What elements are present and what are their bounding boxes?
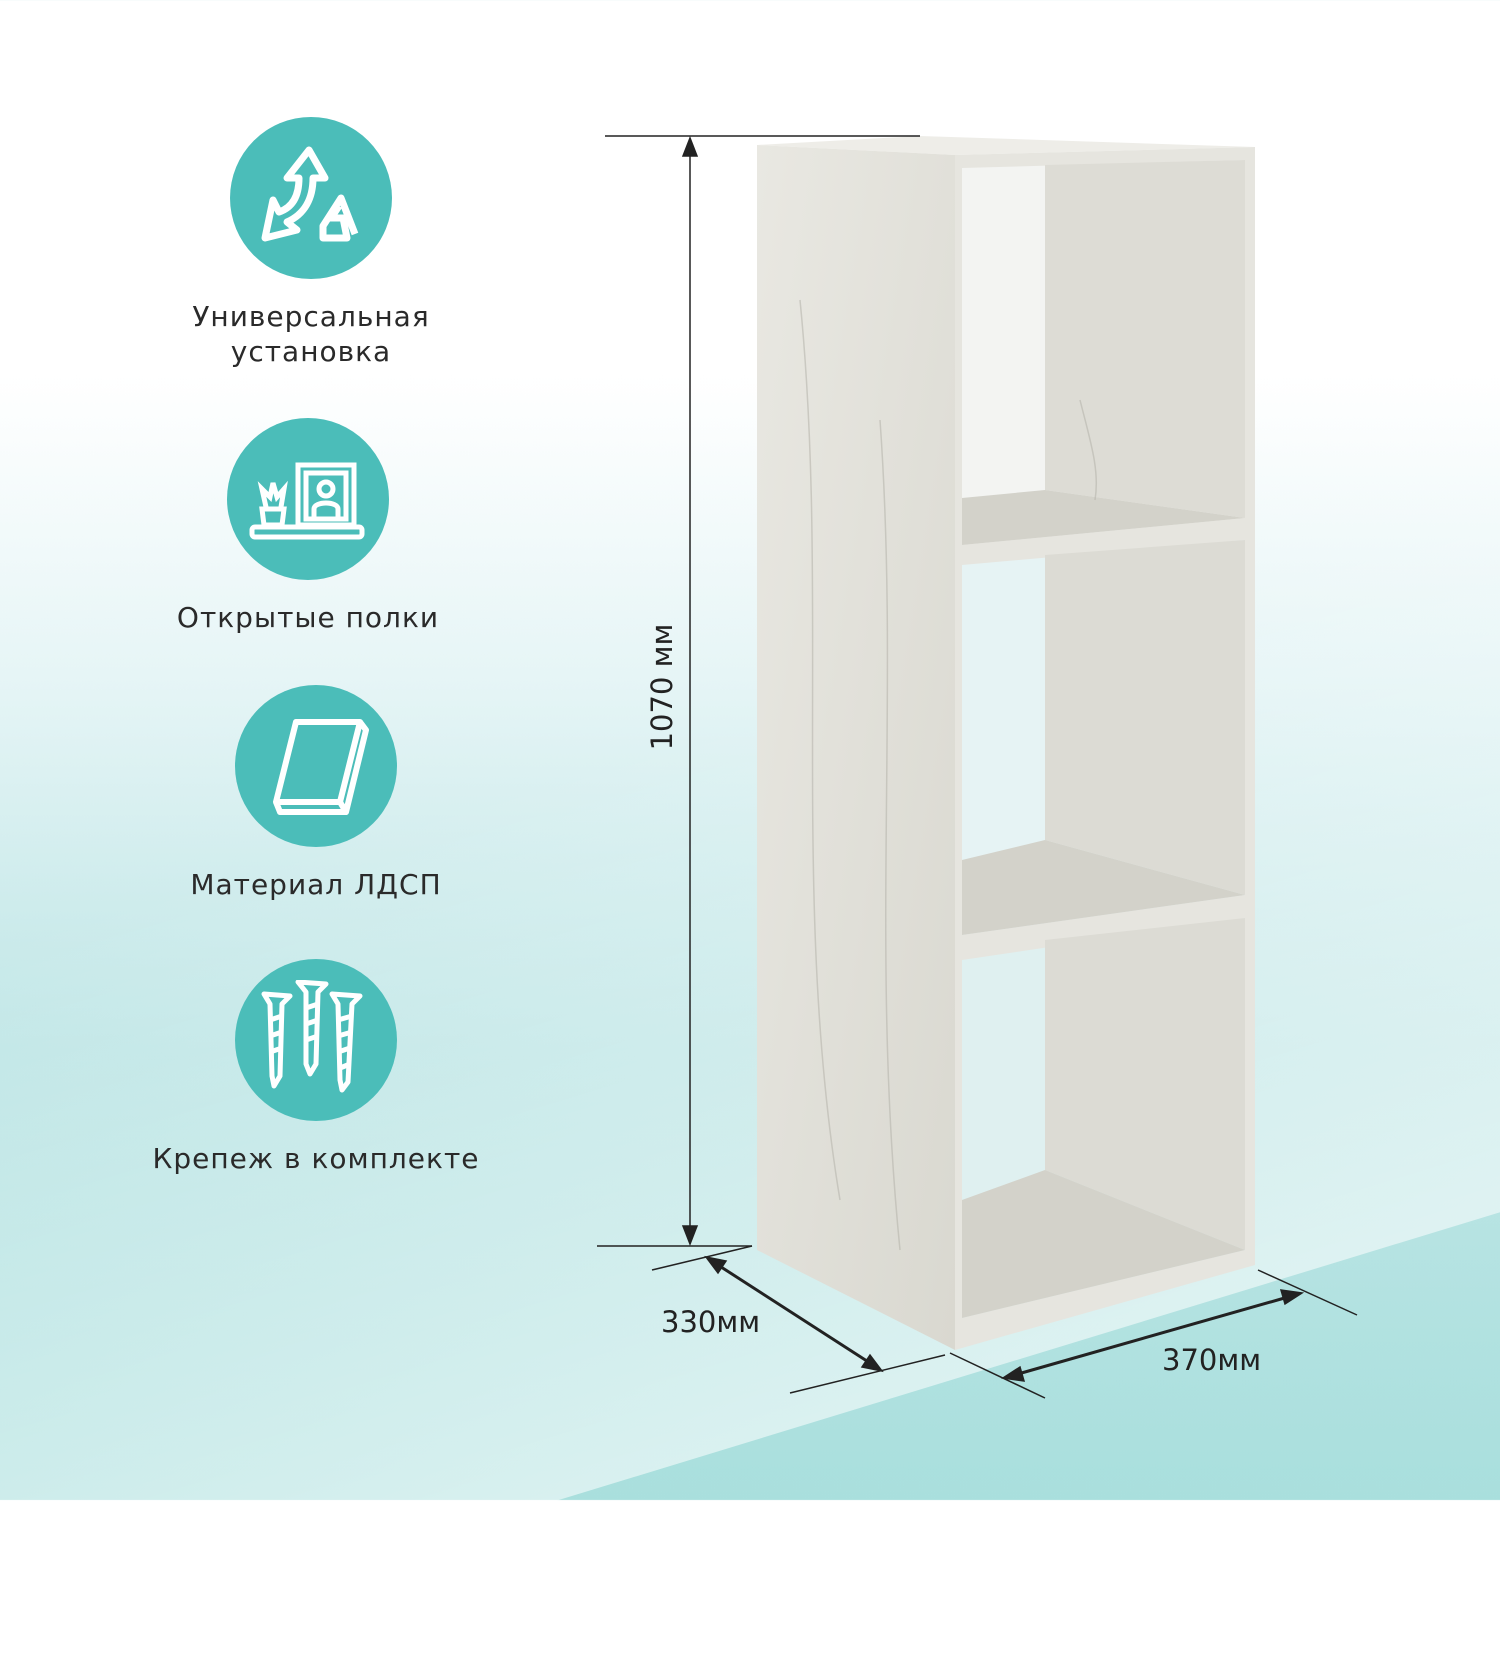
install-arrows-icon: [230, 117, 392, 279]
feature-open-shelves: Открытые полки: [108, 418, 508, 635]
shelf-illustration: [597, 135, 1358, 1399]
feature-label: Крепеж в комплекте: [152, 1142, 480, 1175]
depth-dimension-label: 330мм: [661, 1305, 761, 1339]
feature-material: Материал ЛДСП: [116, 685, 516, 902]
dimension-lines: [597, 135, 1358, 1399]
shelf-top: [757, 136, 1255, 155]
height-dimension-label: 1070 мм: [645, 623, 679, 751]
feature-universal-install: Универсальная установка: [111, 117, 511, 369]
shelf-side-panel: [757, 145, 955, 1350]
screws-icon: [235, 959, 397, 1121]
feature-label: Материал ЛДСП: [190, 868, 442, 901]
feature-fasteners: Крепеж в комплекте: [116, 959, 516, 1176]
chipboard-panel-icon: [235, 685, 397, 847]
open-shelf-icon: [227, 418, 389, 580]
feature-label: Открытые полки: [176, 601, 440, 634]
width-dimension-label: 370мм: [1162, 1343, 1262, 1377]
shelf-unit: [757, 136, 1255, 1350]
feature-label: Универсальная установка: [192, 300, 430, 368]
